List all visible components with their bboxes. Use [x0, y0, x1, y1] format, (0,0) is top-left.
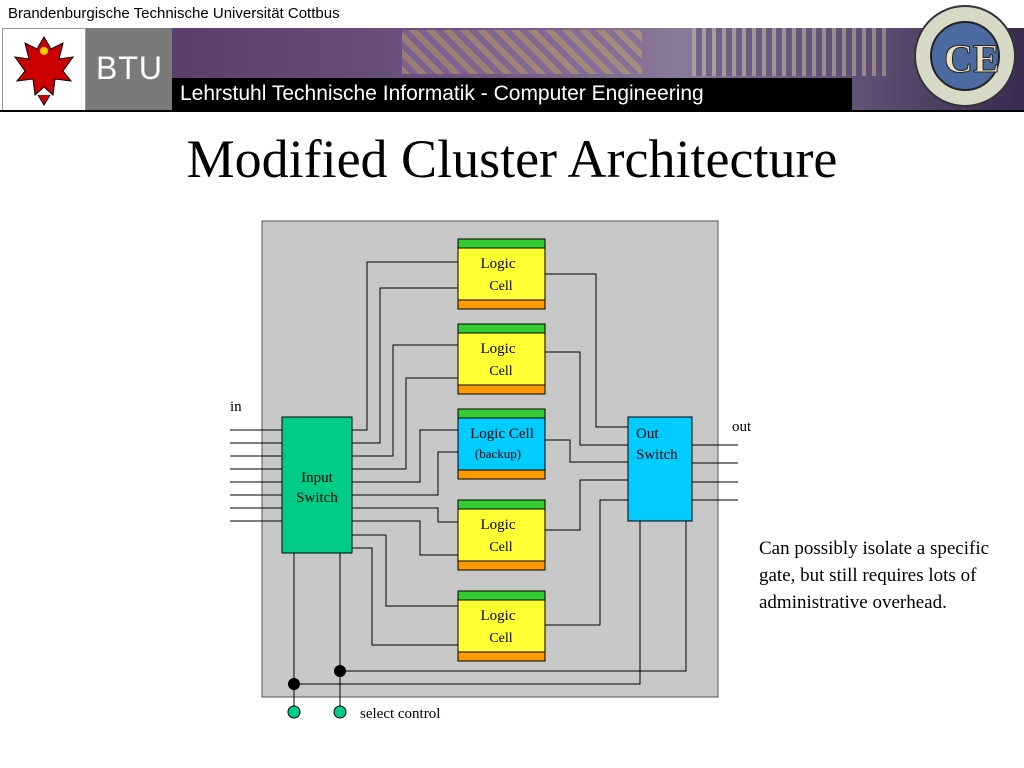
out-switch-label-2: Switch [636, 447, 678, 463]
select-control-terminal [333, 705, 347, 719]
brandenburg-eagle-icon [2, 28, 86, 112]
logic-cell: Logic Cell [457, 323, 546, 395]
university-name: Brandenburgische Technische Universität … [8, 5, 340, 22]
select-control-terminal [287, 705, 301, 719]
input-switch-label-2: Switch [296, 490, 338, 506]
cell-label: Cell [489, 631, 512, 646]
logic-cell: Logic Cell [457, 238, 546, 310]
svg-text:CE: CE [944, 36, 1000, 81]
chair-title: Lehrstuhl Technische Informatik - Comput… [180, 82, 704, 105]
cell-label: (backup) [475, 446, 521, 461]
output-lines [692, 444, 738, 501]
input-switch-label-1: Input [301, 470, 333, 486]
btu-logo: BTU [86, 28, 172, 110]
out-switch-label-1: Out [636, 426, 659, 442]
slide-title: Modified Cluster Architecture [186, 129, 838, 189]
cell-label: Logic [481, 517, 516, 533]
annotation-note: Can possibly isolate a specific gate, bu… [759, 538, 990, 613]
cell-label: Logic [481, 341, 516, 357]
input-wires [352, 261, 458, 646]
university-bar: Brandenburgische Technische Universität … [0, 0, 1024, 26]
cell-label: Cell [489, 279, 512, 294]
in-label: in [230, 399, 242, 415]
chip-image-decoration [692, 28, 892, 76]
cell-label: Logic [481, 608, 516, 624]
cell-label: Cell [489, 540, 512, 555]
btu-logo-text: BTU [96, 50, 163, 86]
backup-logic-cell: Logic Cell (backup) [457, 408, 546, 480]
header-separator [0, 110, 1024, 112]
logic-cell: Logic Cell [457, 590, 546, 662]
input-switch [281, 416, 353, 554]
select-control-wires [293, 521, 687, 712]
computer-engineering-dept-logo-icon: CE [914, 5, 1016, 107]
chip-image-decoration [402, 30, 642, 74]
junction-dot [334, 665, 346, 677]
out-label: out [732, 419, 752, 435]
cell-label: Logic Cell [470, 426, 534, 442]
chair-title-bar: Lehrstuhl Technische Informatik - Comput… [172, 78, 852, 110]
input-lines [230, 429, 282, 522]
logic-cell: Logic Cell [457, 499, 546, 571]
select-control-label: select control [360, 706, 440, 722]
output-wires [545, 273, 628, 626]
cell-label: Cell [489, 364, 512, 379]
cell-label: Logic [481, 256, 516, 272]
out-switch [627, 416, 693, 522]
junction-dot [288, 678, 300, 690]
